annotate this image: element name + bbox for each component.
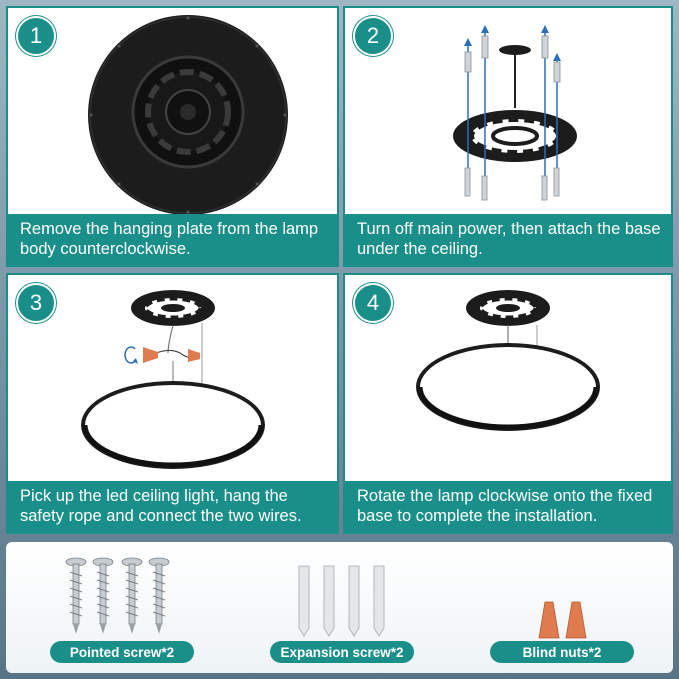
lamp-back-illustration (88, 15, 288, 215)
lamp-install-illustration (416, 290, 600, 431)
base-mount-illustration (453, 25, 577, 201)
step-3-caption: Pick up the led ceiling light, hang the … (8, 481, 337, 532)
step-3-badge: 3 (16, 283, 56, 323)
pointed-screw-label: Pointed screw*2 (50, 641, 194, 663)
step-4-badge: 4 (353, 283, 393, 323)
step-1-badge: 1 (16, 16, 56, 56)
blind-nut-icon (538, 601, 587, 639)
blind-nuts-label: Blind nuts*2 (490, 641, 634, 663)
step-4-panel: 4 Rotate the lamp clockwise onto the fix… (343, 273, 673, 534)
step-2-badge: 2 (353, 16, 393, 56)
wire-connection-illustration (81, 290, 265, 469)
step-4-caption: Rotate the lamp clockwise onto the fixed… (345, 481, 671, 532)
parts-illustration (65, 557, 587, 639)
wire-nut-icon (143, 347, 200, 363)
pointed-screw-icon (65, 557, 170, 634)
step-2-panel: 2 Turn off main power, then attach the b… (343, 6, 673, 267)
step-3-panel: 3 Pick up the led ceiling light, hang th… (6, 273, 339, 534)
step-2-caption: Turn off main power, then attach the bas… (345, 214, 671, 265)
included-parts-panel: Pointed screw*2 Expansion screw*2 Blind … (6, 542, 673, 673)
step-1-caption: Remove the hanging plate from the lamp b… (8, 214, 337, 265)
expansion-screw-label: Expansion screw*2 (270, 641, 414, 663)
step-1-panel: 1 Remove the hanging plate from the lamp… (6, 6, 339, 267)
expansion-screw-icon (298, 565, 385, 637)
